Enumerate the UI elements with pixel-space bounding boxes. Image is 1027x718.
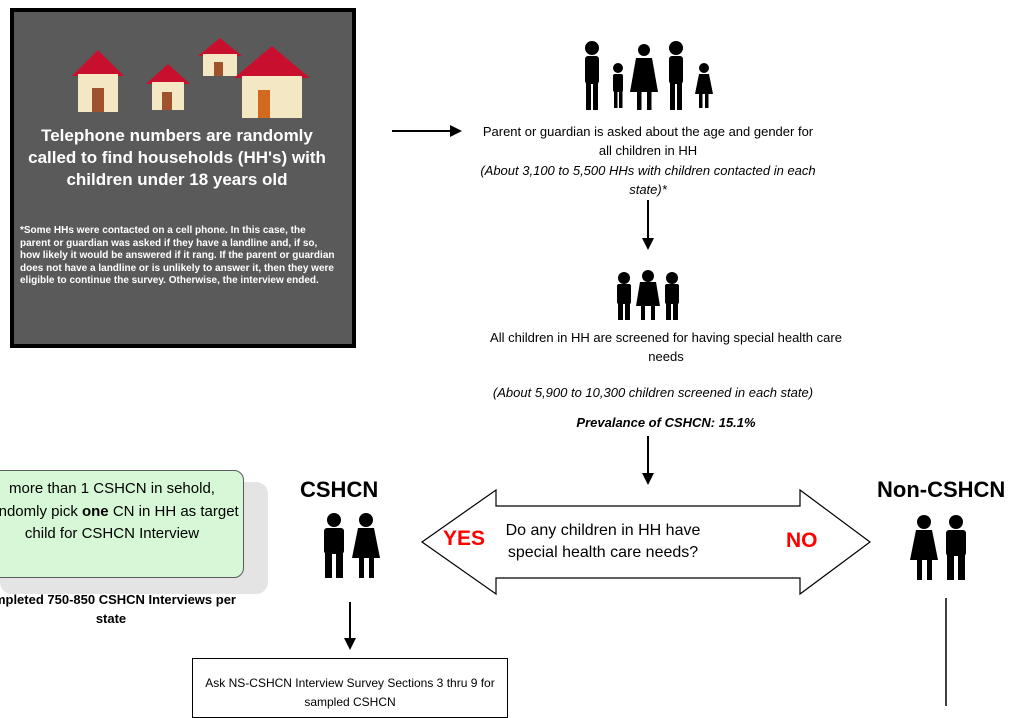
prevalence-text: Prevalance of CSHCN: 15.1%: [576, 415, 756, 430]
completed-interviews-text: ompleted 750-850 CSHCN Interviews per st…: [0, 592, 236, 626]
phone-footnote: *Some HHs were contacted on a cell phone…: [20, 225, 335, 286]
yes-label: YES: [443, 527, 486, 550]
phone-main-text: Telephone numbers are randomly called to…: [28, 126, 326, 189]
family-icon: [585, 41, 713, 110]
decision-double-arrow: [420, 488, 872, 596]
parent-step-text: Parent or guardian is asked about the ag…: [482, 124, 814, 158]
decision-question: Do any children in HH have special healt…: [505, 522, 701, 561]
phone-call-panel: [10, 8, 356, 348]
screen-step-text: All children in HH are screened for havi…: [490, 330, 842, 364]
screen-step-count: (About 5,900 to 10,300 children screened…: [492, 385, 814, 400]
sampling-note-box: [0, 470, 244, 578]
cshcn-pair-icon: [324, 513, 380, 578]
no-label: NO: [786, 529, 818, 552]
cshcn-heading: CSHCN: [300, 477, 379, 502]
houses-icon: [72, 38, 310, 118]
interview-box-text: Ask NS-CSHCN Interview Survey Sections 3…: [205, 676, 495, 709]
parent-step-count: (About 3,100 to 5,500 HHs with children …: [480, 163, 816, 197]
non-cshcn-heading: Non-CSHCN: [877, 477, 1006, 502]
sampling-note-emphasis: one: [81, 502, 109, 520]
non-cshcn-pair-icon: [910, 515, 966, 580]
sampling-note-text: more than 1 CSHCN in sehold, randomly pi…: [0, 480, 239, 542]
children-group-icon: [617, 270, 679, 320]
